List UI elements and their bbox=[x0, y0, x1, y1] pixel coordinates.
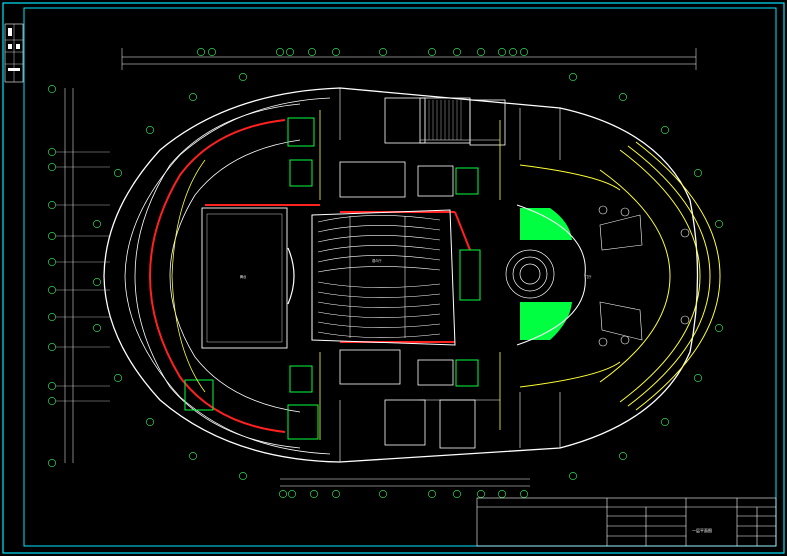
interior-partitions bbox=[339, 88, 561, 462]
lobby-green-fills bbox=[520, 208, 572, 340]
bottom-dimension-lines bbox=[280, 478, 530, 487]
entrance-stairs bbox=[598, 205, 690, 347]
bottom-grid-bubbles bbox=[279, 490, 528, 498]
yellow-front-steps bbox=[519, 141, 721, 411]
stair-hatches bbox=[424, 100, 462, 140]
top-stair-rooms bbox=[339, 97, 506, 449]
stage-label: 舞台 bbox=[240, 274, 246, 279]
top-grid-bubbles bbox=[197, 48, 528, 56]
lobby-label: 门厅 bbox=[585, 274, 592, 279]
top-dimension-lines bbox=[121, 48, 697, 70]
stage-area bbox=[201, 207, 295, 349]
left-grid-lines bbox=[56, 151, 110, 402]
building-outline bbox=[103, 87, 699, 463]
left-grid-bubbles bbox=[48, 85, 56, 467]
radial-grid-bubbles bbox=[93, 73, 723, 480]
yellow-room-walls bbox=[171, 110, 501, 440]
green-markers bbox=[184, 117, 481, 440]
rear-service-ring bbox=[134, 103, 301, 449]
auditorium-label: 观众厅 bbox=[372, 259, 382, 263]
binding-strip bbox=[4, 23, 24, 83]
auditorium-seating bbox=[311, 209, 456, 346]
title-block bbox=[476, 497, 777, 547]
inner-border bbox=[23, 7, 777, 547]
left-dimension-lines bbox=[64, 88, 74, 463]
lobby-circular-podium bbox=[505, 204, 586, 346]
drawing-title: 一层平面图 bbox=[692, 527, 712, 533]
